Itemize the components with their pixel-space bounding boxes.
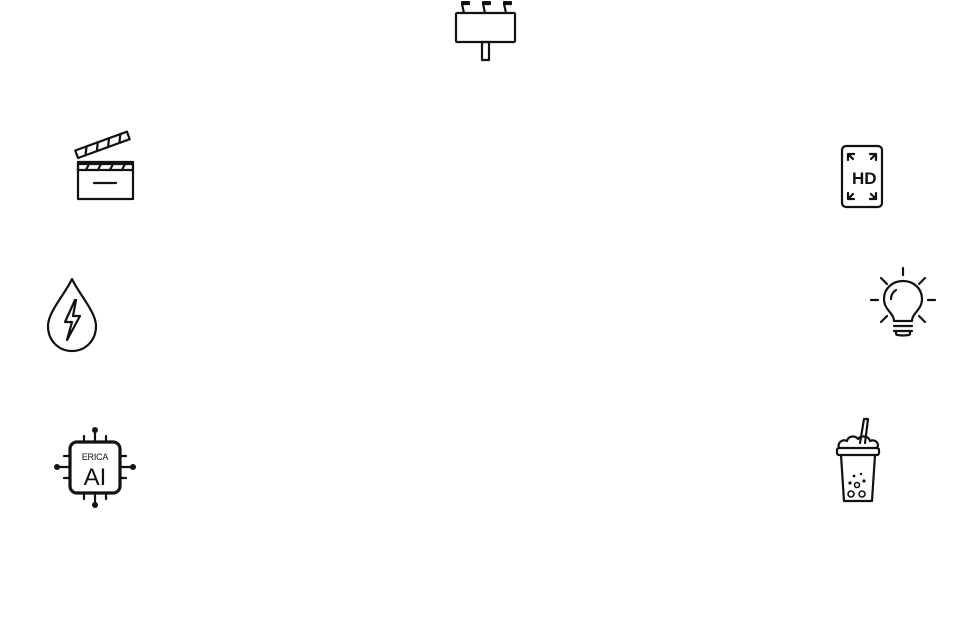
hd-screen-icon: HD	[838, 143, 888, 211]
chip-ai-label: AI	[84, 464, 107, 491]
bubble-tea-icon	[834, 415, 884, 507]
ai-chip-icon: ERICA AI	[51, 425, 139, 511]
billboard-icon	[452, 0, 520, 64]
energy-drop-icon	[45, 276, 101, 356]
hd-label: HD	[852, 169, 877, 188]
chip-brand-label: ERICA	[82, 452, 109, 462]
lightbulb-icon	[868, 266, 940, 342]
clapperboard-icon	[74, 130, 138, 204]
